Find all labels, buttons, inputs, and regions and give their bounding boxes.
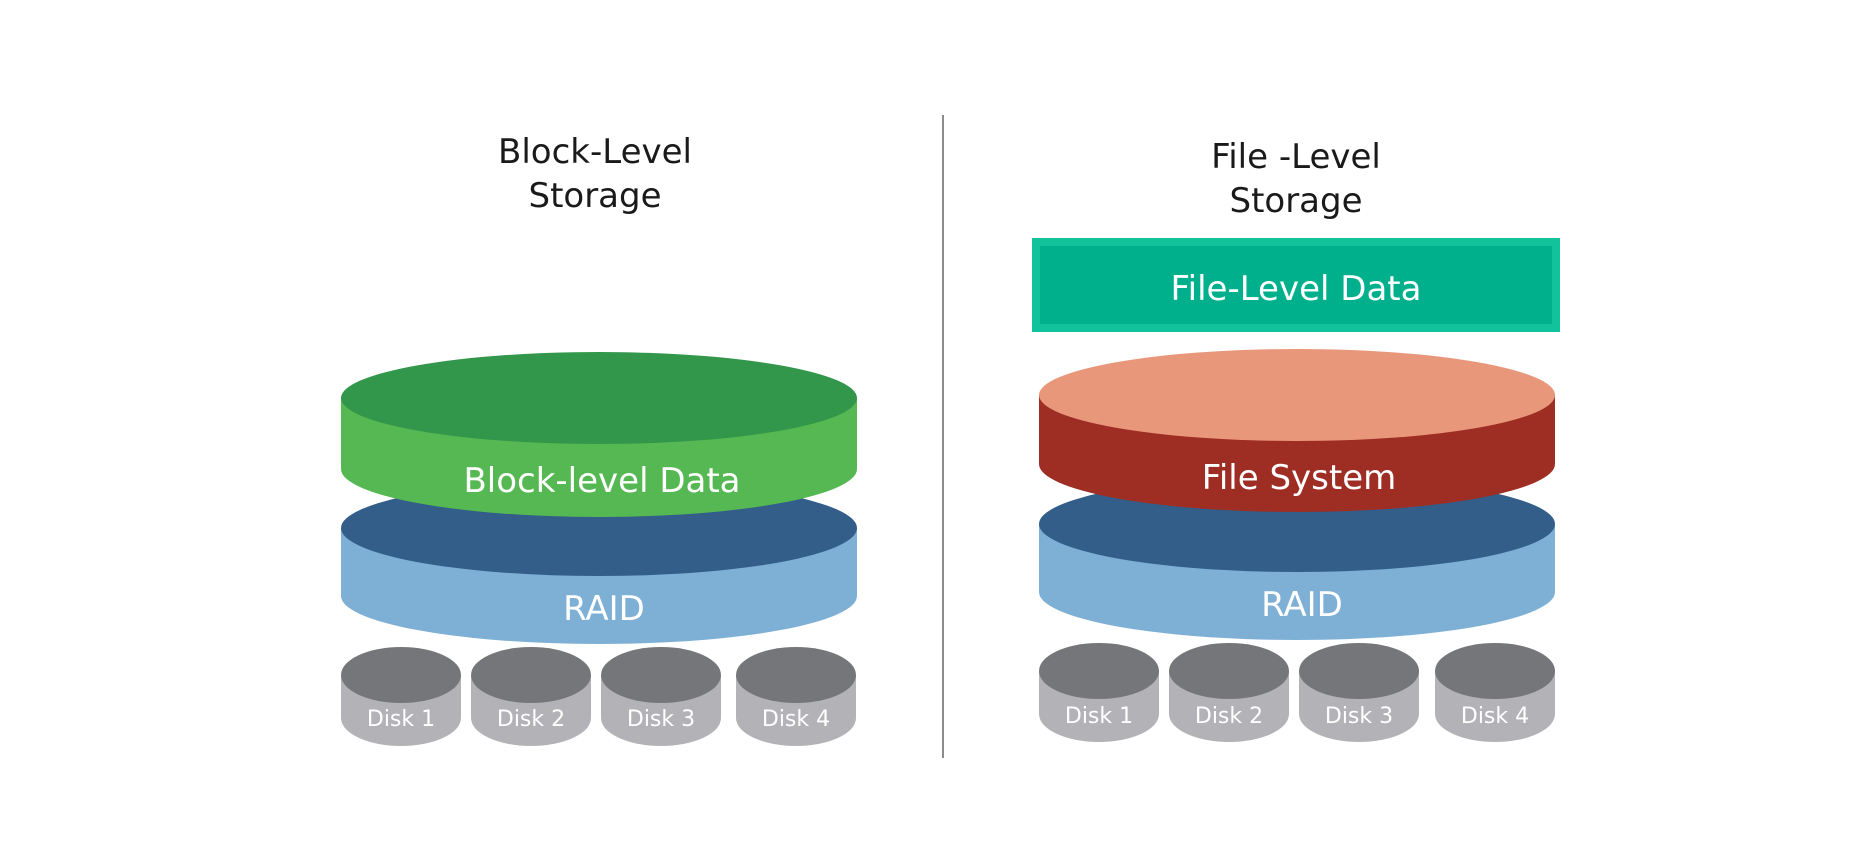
right-file-system-cylinder: File System [1039, 349, 1555, 512]
right-disk-3: Disk 3 [1299, 643, 1419, 742]
left-raid-label: RAID [563, 589, 645, 629]
right-disk-2: Disk 2 [1169, 643, 1289, 742]
right-title-line2: Storage [1229, 181, 1362, 221]
right-disk-4-label: Disk 4 [1461, 704, 1529, 729]
right-file-system-top [1039, 349, 1555, 441]
right-disk-4: Disk 4 [1435, 643, 1555, 742]
right-file-system-label: File System [1202, 458, 1397, 498]
left-disk-2-label: Disk 2 [497, 707, 565, 732]
left-disk-1-label: Disk 1 [367, 707, 435, 732]
left-title-line1: Block-Level [498, 132, 692, 172]
right-disk-1-label: Disk 1 [1065, 704, 1133, 729]
right-raid-label: RAID [1261, 585, 1343, 625]
file-level-data-rect [1032, 238, 1560, 332]
right-title-line1: File -Level [1211, 137, 1381, 177]
file-level-data-label: File-Level Data [1171, 269, 1422, 309]
left-disk-4: Disk 4 [736, 647, 856, 746]
left-disk-4-label: Disk 4 [762, 707, 830, 732]
left-disk-3-label: Disk 3 [627, 707, 695, 732]
left-disk-1: Disk 1 [341, 647, 461, 746]
right-panel-file-level: File -Level Storage File-Level Data RAID… [1032, 137, 1560, 742]
right-disk-1: Disk 1 [1039, 643, 1159, 742]
left-panel-block-level: Block-Level Storage RAID Block-level Dat… [341, 132, 857, 746]
left-disk-2: Disk 2 [471, 647, 591, 746]
right-disk-2-label: Disk 2 [1195, 704, 1263, 729]
right-disk-3-label: Disk 3 [1325, 704, 1393, 729]
left-title-line2: Storage [528, 176, 661, 216]
left-block-data-cylinder: Block-level Data [341, 352, 857, 517]
right-file-level-data-box: File-Level Data [1032, 238, 1560, 332]
left-block-data-top [341, 352, 857, 444]
left-disk-3: Disk 3 [601, 647, 721, 746]
left-block-data-label: Block-level Data [463, 461, 740, 501]
